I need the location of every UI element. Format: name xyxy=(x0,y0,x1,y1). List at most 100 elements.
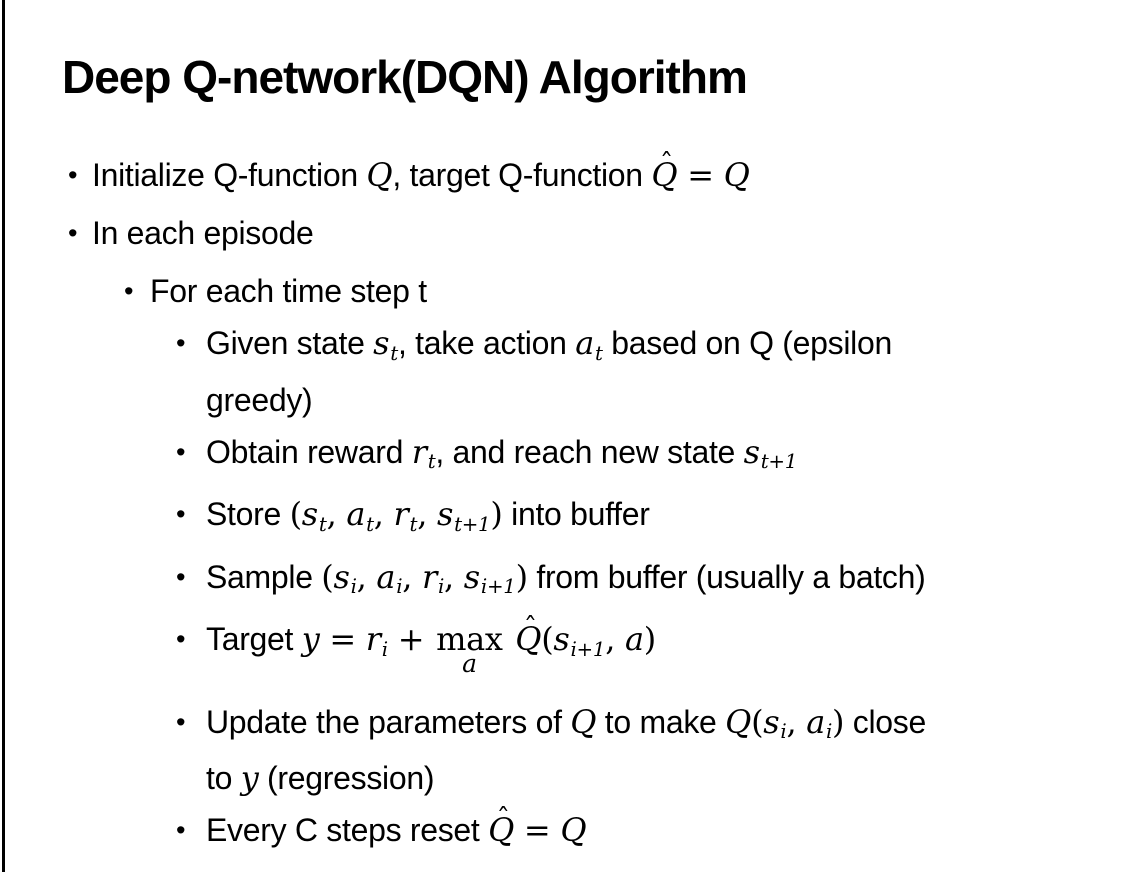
text-segment: from buffer (usually a batch) xyxy=(527,558,926,595)
text-segment: to make xyxy=(596,703,726,740)
math-segment: , xyxy=(326,495,347,534)
math-segment: , xyxy=(356,557,377,596)
math-segment: s xyxy=(463,557,480,596)
text-segment: In each episode xyxy=(92,215,314,251)
math-segment: = xyxy=(677,156,724,194)
bullet-marker: • xyxy=(68,159,78,190)
text-segment: Given state xyxy=(206,325,374,361)
math-segment: Q xyxy=(560,811,587,850)
bullet-text: In each episode xyxy=(92,215,314,251)
math-segment: + xyxy=(387,620,435,659)
text-segment: based on Q (epsilon xyxy=(602,325,892,361)
math-segment: ) xyxy=(643,620,656,659)
bullet-text: Update the parameters of Q to make Q(si,… xyxy=(206,702,926,798)
math-segment: r xyxy=(421,557,437,596)
math-segment: = xyxy=(319,620,366,659)
math-segment: a xyxy=(376,557,396,596)
bullet-list: • Initialize Q-function Q , target Q-funct… xyxy=(0,149,1124,853)
slide-left-border xyxy=(2,0,5,872)
subscript: i xyxy=(396,575,403,599)
bullet-marker: • xyxy=(176,327,186,358)
text-segment: Every C steps reset xyxy=(206,812,489,849)
bullet-marker: • xyxy=(176,705,186,737)
math-segment: , xyxy=(444,557,464,596)
math-segment: s xyxy=(373,324,390,362)
math-segment: ( xyxy=(541,620,554,659)
bullet-item: • Store (st, at, rt, st+1) into buffer xyxy=(0,491,1124,548)
math-segment: , xyxy=(417,495,437,534)
bullet-text: Obtain reward rt, and reach new state st… xyxy=(206,432,798,474)
bullet-text: Store (st, at, rt, st+1) into buffer xyxy=(206,495,650,536)
math-segment: , xyxy=(786,702,807,741)
math-segment: y xyxy=(240,759,259,798)
text-segment: , take action xyxy=(397,325,576,361)
bullet-item: • Initialize Q-function Q , target Q-funct… xyxy=(0,149,1124,198)
bullet-item: •Given state st, take action at based on… xyxy=(0,320,1124,423)
math-segment: s xyxy=(743,432,760,471)
text-segment: Target xyxy=(206,621,302,658)
math-segment: ( xyxy=(751,702,764,741)
math-segment: a xyxy=(806,702,825,741)
subscript: t xyxy=(409,512,418,536)
subscript: i xyxy=(780,720,787,744)
math-segment: r xyxy=(365,620,381,659)
math-segment: Q xyxy=(723,156,750,194)
subscript: t xyxy=(594,341,603,365)
text-segment: , and reach new state xyxy=(435,433,744,470)
subscript: i xyxy=(825,720,833,744)
math-segment: ) xyxy=(515,557,528,596)
text-segment: Store xyxy=(206,496,290,533)
text-segment: to xyxy=(206,760,241,797)
text-segment: (regression) xyxy=(258,760,435,797)
bullet-item: •Obtain reward rt, and reach new state s… xyxy=(0,429,1124,486)
math-segment: Q xyxy=(570,702,597,741)
text-segment: Initialize Q-function xyxy=(92,157,367,193)
subscript: t+1 xyxy=(454,512,491,536)
math-segment: a xyxy=(624,620,644,659)
text-segment: For each time step t xyxy=(150,273,427,309)
subscript: i+1 xyxy=(480,575,516,599)
math-segment: ( xyxy=(321,557,334,596)
slide-title: Deep Q-network(DQN) Algorithm xyxy=(62,51,748,103)
text-segment: Obtain reward xyxy=(206,433,412,470)
math-segment: , xyxy=(373,495,394,534)
bullet-marker: • xyxy=(176,560,186,592)
hat-accent: ˆ xyxy=(523,612,538,644)
bullet-marker: • xyxy=(176,498,186,530)
math-segment: = xyxy=(514,811,561,850)
subscript: i xyxy=(437,575,445,599)
bullet-text: Sample (si, ai, ri, si+1) from buffer (u… xyxy=(206,557,926,599)
math-segment: r xyxy=(393,495,409,534)
subscript: i xyxy=(350,575,357,599)
math-segment: r xyxy=(411,432,427,471)
max-label: max xyxy=(436,620,503,659)
text-segment: , target Q-function xyxy=(392,157,652,193)
math-segment: s xyxy=(553,620,570,659)
bullet-item: •Sample (si, ai, ri, si+1) from buffer (… xyxy=(0,554,1124,611)
math-segment: Q xyxy=(725,702,752,741)
math-segment: a xyxy=(575,324,594,362)
subscript: i xyxy=(381,637,388,661)
text-segment: greedy) xyxy=(206,381,313,418)
text-segment: into buffer xyxy=(502,496,650,533)
bullet-text: Initialize Q-function Q , target Q-functi… xyxy=(92,149,750,194)
text-segment: Update the parameters of xyxy=(206,703,571,740)
math-segment: ) xyxy=(832,702,845,741)
subscript: t xyxy=(390,341,398,365)
max-subscript: a xyxy=(462,649,477,679)
math-segment: s xyxy=(763,702,780,741)
math-segment: , xyxy=(605,620,625,659)
math-segment: , xyxy=(402,557,422,596)
subscript: i+1 xyxy=(570,637,606,661)
subscript: t+1 xyxy=(760,450,798,474)
bullet-item: •Update the parameters of Q to make Q(si… xyxy=(0,699,1124,802)
